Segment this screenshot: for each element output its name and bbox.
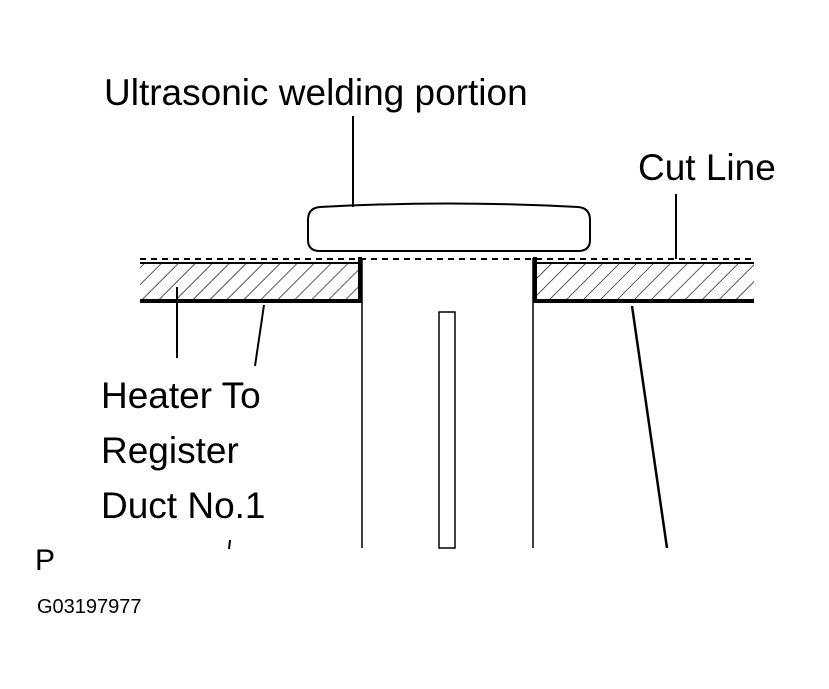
figure-code: G03197977 [37, 596, 142, 618]
marker-label: P [35, 544, 55, 577]
welding-cap [307, 202, 591, 252]
duct-label-line3: Duct No.1 [101, 485, 266, 526]
duct-leader-right [630, 305, 669, 549]
duct-leader-left [254, 304, 265, 367]
right-panel-section [533, 257, 754, 303]
tick-mark [228, 539, 231, 550]
duct-label-line1: Heater To [101, 375, 261, 416]
left-panel-section [140, 257, 362, 303]
duct-body [361, 258, 534, 549]
cut-line-label: Cut Line [638, 147, 776, 188]
duct-label-line2: Register [101, 430, 239, 471]
ultrasonic-label: Ultrasonic welding portion [104, 72, 528, 113]
